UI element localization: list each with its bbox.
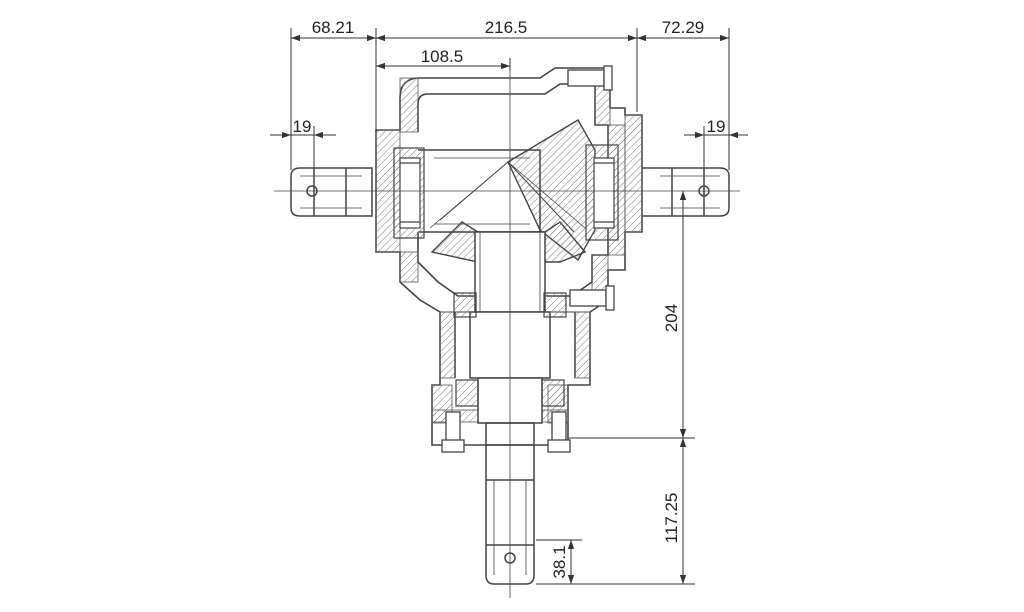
dim-vertical-height: 204	[662, 304, 681, 332]
bolts	[441, 65, 615, 453]
vertical-bearings	[453, 292, 567, 407]
dim-half-width: 108.5	[421, 47, 464, 66]
dim-housing-width: 216.5	[485, 18, 528, 37]
dim-bottom-shaft-end: 38.1	[550, 545, 569, 578]
horizontal-bearings	[393, 144, 619, 241]
dim-right-shaft-end: 19	[707, 117, 726, 136]
dim-left-shaft-end: 19	[293, 117, 312, 136]
dim-bottom-shaft-length: 117.25	[662, 493, 681, 544]
dim-left-overhang: 68.21	[312, 18, 355, 37]
dim-right-overhang: 72.29	[662, 18, 705, 37]
center-lines	[274, 64, 740, 598]
dimension-lines	[270, 28, 748, 585]
dimension-labels: 68.21 216.5 72.29 108.5 19 19 204 117.25…	[293, 18, 726, 579]
